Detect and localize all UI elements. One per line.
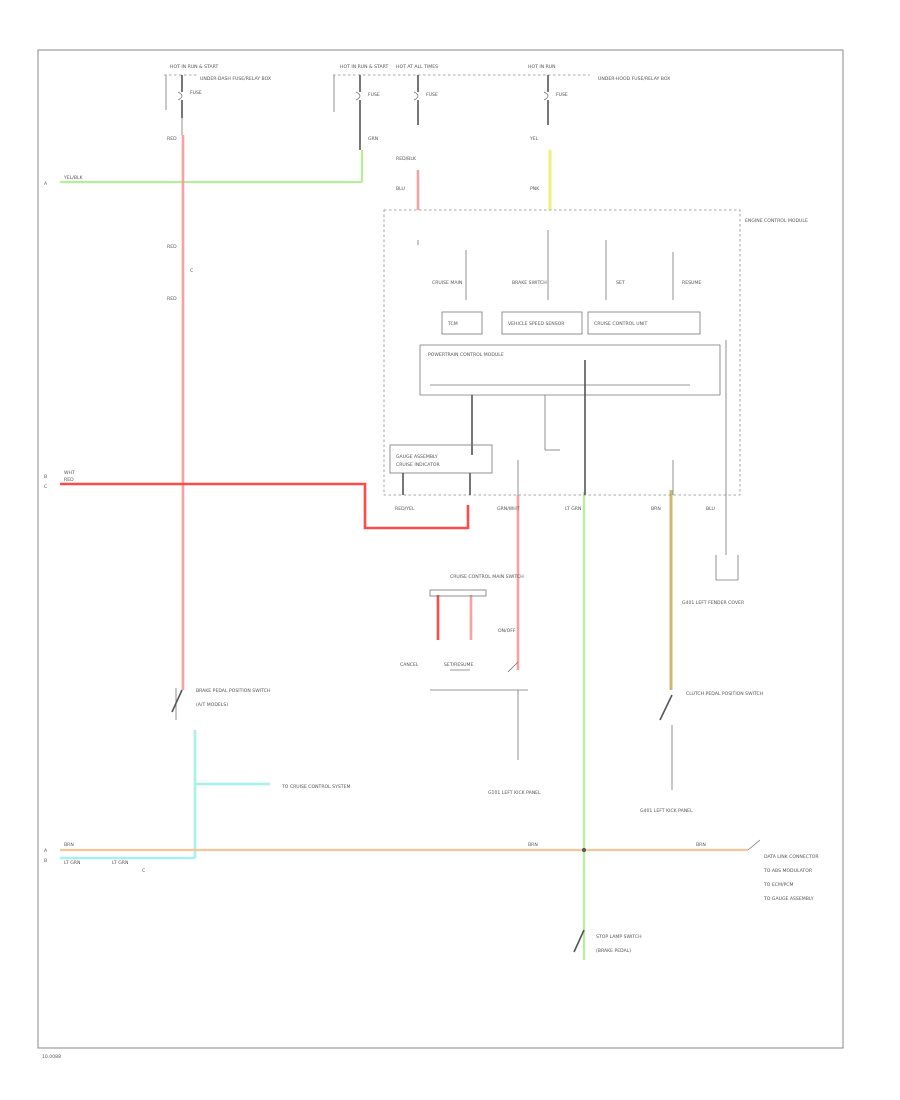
- label-wire-ltgrn-b: LT GRN: [112, 860, 128, 866]
- ecm-internals: [389, 230, 727, 495]
- wire-red-horizontal: [60, 482, 470, 530]
- power-source-mid: [333, 74, 590, 150]
- label-data-link: DATA LINK CONNECTOR: [764, 854, 819, 860]
- clutch-switch: [659, 694, 673, 790]
- splice-bottom: [582, 848, 586, 852]
- label-hot-run-start-left: HOT IN RUN & START: [170, 64, 218, 70]
- label-edge-c: C: [44, 484, 47, 490]
- label-wire-red-blk: RED/BLK: [396, 156, 417, 162]
- diagram-frame: [37, 49, 844, 1049]
- label-wire-red-c: RED: [167, 296, 177, 302]
- label-wire-red-h: RED: [64, 477, 74, 483]
- label-brake-switch: BRAKE PEDAL POSITION SWITCH: [196, 688, 270, 694]
- power-source-left: [164, 74, 198, 135]
- label-stop-lamp: STOP LAMP SWITCH: [596, 934, 642, 940]
- label-fuse-mid-b: FUSE: [426, 92, 438, 98]
- label-cruise-ctrl: CRUISE CONTROL MAIN SWITCH: [450, 574, 524, 580]
- label-ecm-tcm: TCM: [447, 321, 458, 327]
- label-wire-pnk: PNK: [530, 186, 540, 192]
- brake-pedal-switch: [171, 688, 183, 720]
- label-ecm-a: ENGINE CONTROL MODULE: [745, 218, 808, 224]
- label-wire-grn-wht: GRN/WHT: [497, 506, 520, 512]
- label-wire-ltgrn-c: LT GRN: [565, 506, 581, 512]
- label-wire-ltgrn-a: LT GRN: [64, 860, 80, 866]
- label-clutch: CLUTCH PEDAL POSITION SWITCH: [686, 691, 763, 697]
- label-to-abs: TO ABS MODULATOR: [763, 868, 813, 874]
- label-to-gauge: TO GAUGE ASSEMBLY: [763, 896, 814, 902]
- label-ecm-pcm-c: SET: [616, 280, 625, 286]
- label-wire-red-yel: RED/YEL: [395, 506, 415, 512]
- label-brake-note: (A/T MODELS): [196, 702, 228, 708]
- label-edge-e: B: [44, 858, 47, 864]
- label-wire-c-a: C: [190, 268, 193, 274]
- label-ecm-pcm-d: RESUME: [682, 280, 701, 286]
- label-brake-lamp-note: (BRAKE PEDAL): [596, 948, 631, 954]
- label-ecm-pcm-a: CRUISE MAIN: [432, 280, 462, 286]
- label-wire-brn-a: BRN: [64, 842, 74, 848]
- label-hot-in-run: HOT IN RUN: [528, 64, 556, 70]
- label-underhood-left: UNDER-DASH FUSE/RELAY BOX: [200, 76, 271, 82]
- connector-right: [747, 839, 761, 851]
- label-ecm-cruise-ind: CRUISE INDICATOR: [396, 462, 440, 468]
- label-edge-b: B: [44, 474, 47, 480]
- label-fuse-left: FUSE: [190, 90, 202, 96]
- label-ecm-cruise-unit: CRUISE CONTROL UNIT: [594, 321, 647, 327]
- label-cancel: CANCEL: [400, 662, 419, 668]
- stop-lamp-switch: [573, 929, 585, 953]
- label-wire-brn-b: BRN: [528, 842, 538, 848]
- label-fuse-right: FUSE: [556, 92, 568, 98]
- label-to-ecm: TO ECM/PCM: [763, 882, 793, 888]
- label-set-resume: SET/RESUME: [444, 662, 474, 668]
- label-wire-wht: WHT: [64, 470, 75, 476]
- label-wire-brn-c: BRN: [696, 842, 706, 848]
- label-wire-yel-blk: YEL/BLK: [63, 175, 84, 181]
- label-edge-a: A: [44, 181, 48, 187]
- label-ecm-pcm-b: BRAKE SWITCH: [512, 280, 547, 286]
- label-fuse-mid-a: FUSE: [368, 92, 380, 98]
- label-wire-red-b: RED: [167, 244, 177, 250]
- label-ecm-vss: VEHICLE SPEED SENSOR: [508, 321, 565, 327]
- label-underhood-right: UNDER-HOOD FUSE/RELAY BOX: [598, 76, 670, 82]
- cruise-switch-cluster: [429, 589, 528, 760]
- label-wire-yel: YEL: [529, 136, 539, 142]
- label-hot-run-start-mid: HOT IN RUN & START: [340, 64, 388, 70]
- label-cruise-note: TO CRUISE CONTROL SYSTEM: [281, 784, 351, 790]
- label-ecm-pcm: POWERTRAIN CONTROL MODULE: [428, 352, 504, 358]
- label-wire-blu-b: BLU: [706, 506, 715, 512]
- label-ground-under: G401 LEFT KICK PANEL: [640, 808, 693, 814]
- label-wire-c-b: C: [142, 868, 145, 874]
- label-wire-red-a: RED: [167, 136, 177, 142]
- label-wire-blu: BLU: [396, 186, 405, 192]
- label-hot-at-all-times: HOT AT ALL TIMES: [396, 64, 438, 70]
- label-wire-brn-d: BRN: [651, 506, 661, 512]
- label-edge-d: A: [44, 848, 48, 854]
- label-on-off: ON/OFF: [498, 628, 516, 634]
- label-ground-left-fender: G401 LEFT FENDER COVER: [682, 600, 745, 606]
- ground-right: [715, 495, 739, 581]
- label-ecm-gauge: GAUGE ASSEMBLY: [396, 454, 438, 460]
- page-number: 10.0088: [42, 1054, 61, 1060]
- label-ground-left-kick: G101 LEFT KICK PANEL: [488, 790, 541, 796]
- label-wire-grn: GRN: [368, 136, 378, 142]
